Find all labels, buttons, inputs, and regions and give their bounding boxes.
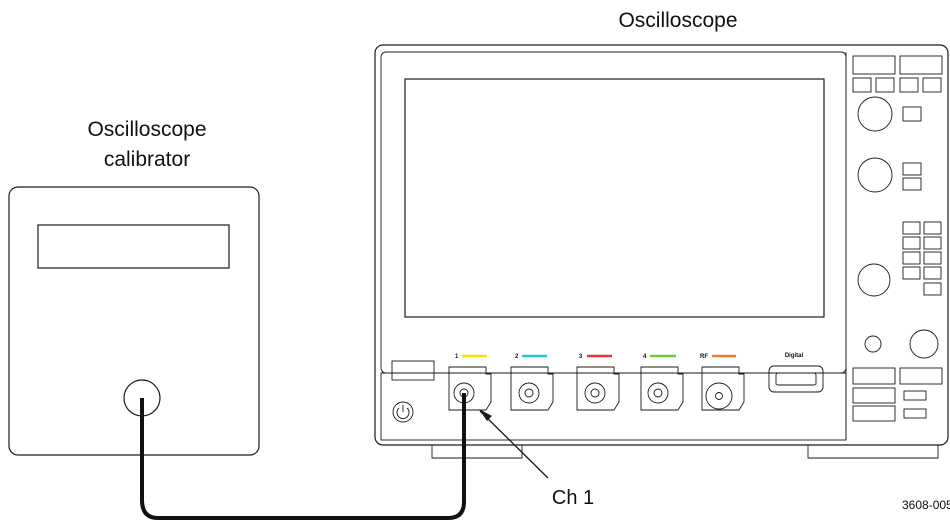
control-button[interactable] [902,236,921,250]
oscilloscope: 1 2 3 4 RF Digital [374,44,949,459]
ch1-callout-arrow [479,410,549,479]
control-button[interactable] [852,405,896,422]
channel-3-label: 3 [579,354,583,360]
figure-number: 3608-005 [902,498,950,512]
control-button[interactable] [902,162,922,176]
control-button[interactable] [923,221,942,235]
control-button[interactable] [875,77,895,93]
control-button[interactable] [852,55,896,75]
channel-2-label: 2 [515,354,519,360]
channel-2-bnc-pin [524,388,534,398]
control-knob[interactable] [857,157,893,193]
power-button-icon[interactable] [392,401,414,423]
channel-4-label: 4 [643,354,647,360]
channel-1-connector-housing [448,366,492,411]
ch1-callout-label: Ch 1 [552,487,594,509]
oscilloscope-title: Oscilloscope [618,9,737,32]
calibrator-title-line1: Oscilloscope [87,118,206,141]
control-button[interactable] [902,221,921,235]
rf-connector[interactable] [705,382,733,410]
oscilloscope-calibrator [8,186,260,456]
control-button[interactable] [852,387,896,404]
control-button[interactable] [923,251,942,265]
rf-connector-pin [715,392,723,400]
control-button[interactable] [902,251,921,265]
channel-3-bnc-pin [590,388,600,398]
input-panel [380,372,847,441]
channel-3-connector-housing [576,366,620,411]
oscilloscope-screen [404,78,825,318]
control-knob[interactable] [857,96,893,132]
rf-connector-housing [701,366,745,411]
control-knob[interactable] [909,329,939,359]
control-button[interactable] [902,106,922,122]
control-knob-small[interactable] [864,335,882,353]
control-button[interactable] [923,266,942,280]
channel-3-bnc-connector[interactable] [584,382,606,404]
oscilloscope-outer-frame [374,44,949,446]
display-bezel [380,51,847,374]
calibrator-title-line2: calibrator [104,148,190,171]
channel-2-bnc-connector[interactable] [518,382,540,404]
digital-label: Digital [785,353,804,359]
channel-2-connector-housing [510,366,554,411]
channel-4-connector-housing [640,366,684,411]
control-button[interactable] [852,77,872,93]
control-button[interactable] [852,367,896,385]
ch1-arrowhead [479,409,492,421]
channel-inputs: 1 2 3 4 RF Digital [448,353,824,411]
control-button[interactable] [899,55,943,75]
control-button[interactable] [923,236,942,250]
power-symbol-icon [396,405,410,419]
control-button[interactable] [902,177,922,191]
usb-port-icon[interactable] [903,408,927,419]
control-button[interactable] [922,77,942,93]
calibrator-body [8,186,260,456]
bnc-cable [140,393,466,520]
front-panel-button[interactable] [391,360,435,381]
channel-4-bnc-connector[interactable] [647,382,669,404]
control-button[interactable] [923,282,942,296]
control-panel [852,55,943,422]
channel-1-label: 1 [455,354,459,360]
right-foot [807,445,939,459]
control-button[interactable] [899,367,943,385]
rf-channel-label: RF [700,354,708,360]
usb-port-icon[interactable] [903,390,927,401]
digital-port[interactable] [775,372,817,386]
control-button[interactable] [899,77,919,93]
control-knob[interactable] [857,263,891,297]
channel-4-bnc-pin [653,388,663,398]
control-button[interactable] [902,266,921,280]
digital-port-outer [768,365,824,393]
left-foot [431,445,523,459]
calibrator-display [37,224,230,269]
